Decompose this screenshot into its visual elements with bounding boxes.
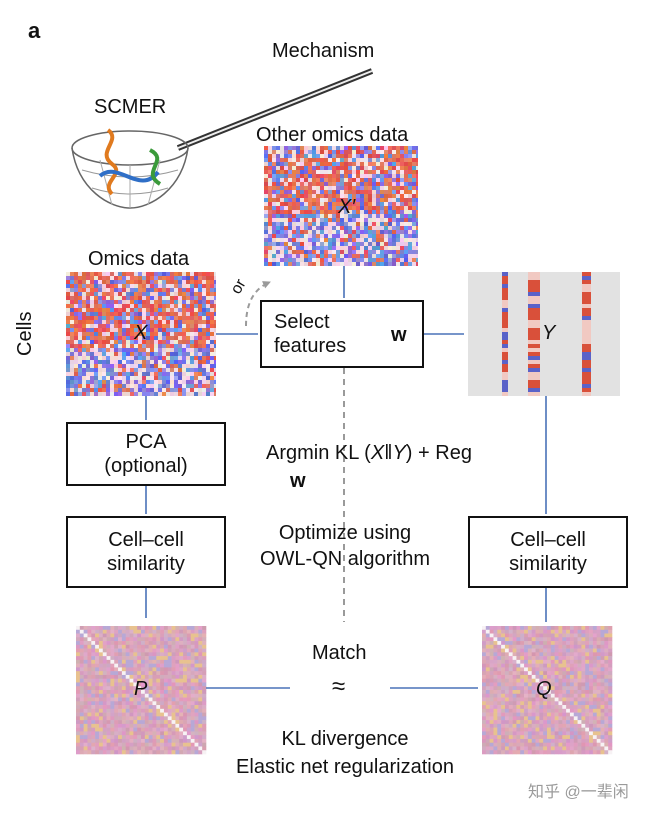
- pca-line1: PCA: [125, 431, 167, 453]
- cell-similarity-left-box: Cell–cell similarity: [66, 516, 226, 588]
- similarity-matrix-p: [76, 626, 207, 755]
- objective-argmin: Argmin KL (: [266, 442, 371, 464]
- cell-similarity-right-box: Cell–cell similarity: [468, 516, 628, 588]
- objective-rest: ) + Reg: [405, 442, 472, 464]
- pca-line2: (optional): [104, 455, 188, 477]
- select-features-line2: features: [274, 335, 347, 357]
- objective-formula: Argmin KL (X‖Y) + Reg: [266, 442, 472, 464]
- sim-right-line2: similarity: [509, 553, 587, 575]
- y-var: Y: [542, 322, 556, 344]
- or-dashed-arc: [245, 281, 271, 327]
- optimize-line1: Optimize using: [278, 522, 412, 544]
- omics-heatmap: [66, 272, 216, 396]
- objective-subscript-w: w: [290, 470, 306, 492]
- scmer-bowl-icon: [71, 128, 189, 209]
- p-var: P: [134, 678, 148, 700]
- kl-divergence-label: KL divergence: [281, 728, 409, 750]
- scmer-label: SCMER: [94, 96, 167, 118]
- similarity-matrix-q: [482, 626, 613, 755]
- match-label: Match: [312, 642, 367, 664]
- optimize-line2: OWL-QN algorithm: [259, 548, 431, 570]
- watermark-text: 知乎 @一辈闲: [528, 784, 629, 801]
- pca-box: PCA (optional): [66, 422, 226, 486]
- other-omics-heatmap: [264, 146, 418, 266]
- sim-left-line2: similarity: [107, 553, 185, 575]
- elastic-net-label: Elastic net regularization: [236, 756, 454, 778]
- selected-features-heatmap: [468, 272, 620, 396]
- omics-label: Omics data: [88, 248, 190, 270]
- objective-sep: ‖: [384, 442, 393, 464]
- other-omics-var: X′: [338, 196, 356, 218]
- sim-left-line1: Cell–cell: [108, 529, 184, 551]
- select-weight-symbol: w: [391, 324, 407, 346]
- panel-label: a: [28, 18, 41, 43]
- approx-symbol: ≈: [332, 673, 346, 700]
- mechanism-label: Mechanism: [272, 40, 375, 62]
- cells-axis-label: Cells: [14, 311, 36, 356]
- mechanism-rod-icon: [176, 68, 374, 151]
- other-omics-label: Other omics data: [256, 124, 409, 146]
- select-features-box: Select features: [260, 300, 424, 368]
- q-var: Q: [536, 678, 552, 700]
- objective-x: X: [370, 442, 385, 464]
- objective-y: Y: [392, 442, 406, 464]
- select-features-line1: Select: [274, 311, 330, 333]
- sim-right-line1: Cell–cell: [510, 529, 586, 551]
- omics-var: X: [134, 322, 148, 344]
